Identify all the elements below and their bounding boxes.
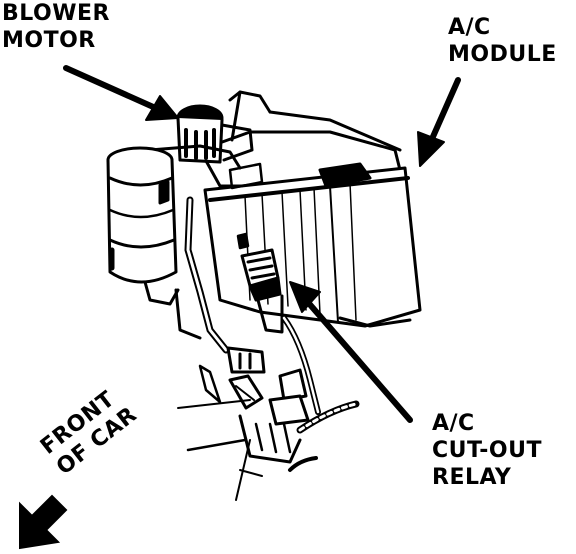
blower-motor [148, 104, 254, 170]
wiring-harness [184, 196, 321, 464]
ac-cutout-relay-label-line-2: CUT-OUT [432, 438, 542, 463]
ac-module-label-line-2: MODULE [448, 42, 557, 67]
ac-module-label: A/C MODULE [448, 14, 557, 68]
blower-motor-label-line-1: BLOWER [2, 1, 110, 26]
ac-cutout-relay-label: A/C CUT-OUT RELAY [432, 410, 542, 491]
ac-cutout-relay-label-line-1: A/C [432, 411, 475, 436]
relay-pointer-arrow [289, 281, 413, 423]
blower-motor-label: BLOWER MOTOR [2, 0, 110, 54]
relay-assembly [236, 232, 284, 334]
blower-motor-label-line-2: MOTOR [2, 28, 96, 53]
front-direction-arrow-icon [19, 494, 68, 550]
blower-motor-pointer-arrow [63, 65, 179, 121]
ac-module-pointer-arrow [417, 77, 461, 167]
ac-module-label-line-1: A/C [448, 15, 491, 40]
canister [106, 146, 202, 340]
ac-cutout-relay-label-line-3: RELAY [432, 465, 512, 490]
frame-rail [177, 399, 360, 501]
